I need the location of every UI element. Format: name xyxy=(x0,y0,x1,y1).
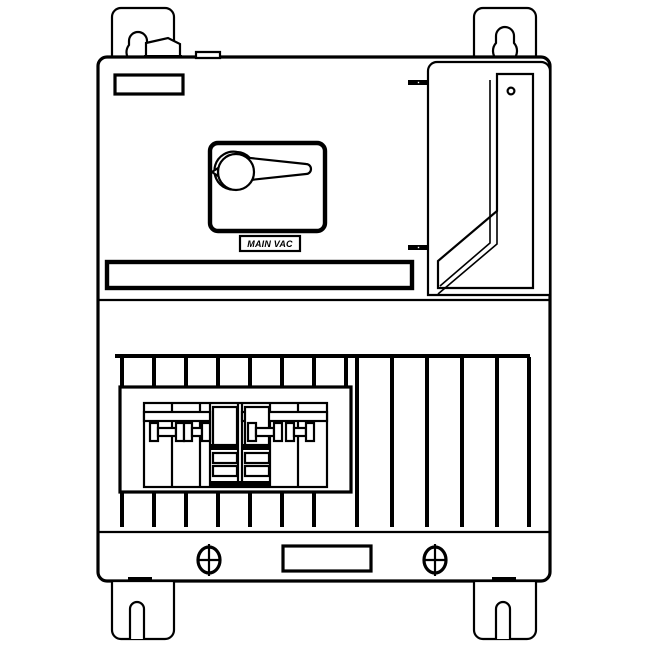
door-handle-inner-edge xyxy=(437,74,498,295)
terminal-band-right xyxy=(240,410,329,423)
breaker-base-rail xyxy=(211,481,271,488)
breaker-toggle[interactable] xyxy=(246,421,258,443)
foot-tab-right xyxy=(492,577,516,582)
center-module-left-top[interactable] xyxy=(211,405,239,447)
bottom-nameplate xyxy=(281,544,373,573)
short-bar xyxy=(184,357,188,388)
short-bar xyxy=(216,357,220,388)
breaker-toggle[interactable] xyxy=(200,421,212,443)
lower-bar xyxy=(280,492,284,527)
lower-bar xyxy=(120,492,124,527)
short-bar xyxy=(280,357,284,388)
tall-bar xyxy=(390,357,394,527)
main-vac-selector-switch[interactable] xyxy=(207,140,328,234)
breaker-toggle-stem xyxy=(156,426,178,438)
short-bar xyxy=(344,357,348,388)
short-divider-bars xyxy=(120,357,348,388)
bracket-tab-left xyxy=(144,36,182,59)
short-bar xyxy=(312,357,316,388)
door-hinge-upper-pin xyxy=(416,80,421,85)
din-rail-assembly xyxy=(115,354,531,527)
center-terminal-left-1 xyxy=(211,451,239,465)
breaker-toggle[interactable] xyxy=(304,421,316,443)
selector-knob-nub xyxy=(210,165,220,179)
breaker-upper-terminals xyxy=(142,410,329,423)
breaker-toggle[interactable] xyxy=(174,421,186,443)
breaker-toggles[interactable] xyxy=(148,421,316,443)
tall-bar xyxy=(527,357,531,527)
lower-bar xyxy=(312,492,316,527)
din-rail-top xyxy=(115,354,530,358)
tall-bar xyxy=(460,357,464,527)
bottom-control-strip xyxy=(196,544,448,576)
breaker-toggle[interactable] xyxy=(148,421,160,443)
bottom-mounting-feet xyxy=(110,577,538,641)
breaker-toggle[interactable] xyxy=(272,421,284,443)
main-vac-label: MAIN VAC xyxy=(247,239,293,249)
terminal-band-left xyxy=(142,410,212,423)
top-center-tab xyxy=(194,50,222,60)
door-handle-inner-edge2 xyxy=(439,80,491,287)
upper-blank-label-plate xyxy=(113,73,185,96)
upper-ventilation-slot xyxy=(104,259,415,291)
foot-slot-right xyxy=(494,600,512,639)
center-module-right-bar xyxy=(243,444,271,450)
door-handle-hole xyxy=(506,86,516,96)
breaker-toggle[interactable] xyxy=(182,421,194,443)
foot-tab-left xyxy=(128,577,152,582)
breaker-toggle-stem xyxy=(190,426,204,438)
tall-bar xyxy=(495,357,499,527)
breaker-toggle-stem xyxy=(254,426,276,438)
right-hinged-door-panel[interactable] xyxy=(408,60,552,297)
tall-divider-bars xyxy=(355,357,531,527)
selector-knob[interactable] xyxy=(216,152,256,192)
main-vac-nameplate: MAIN VAC xyxy=(238,234,302,253)
short-bar xyxy=(152,357,156,388)
circuit-breaker-block[interactable] xyxy=(118,385,353,494)
center-terminal-right-2 xyxy=(243,464,271,478)
lower-bar xyxy=(184,492,188,527)
quarter-turn-latch-right[interactable] xyxy=(422,544,448,576)
lower-bar xyxy=(216,492,220,527)
door-hinges xyxy=(408,80,428,250)
main-vac-nameplate-plate xyxy=(238,234,302,253)
quarter-turn-latch-left[interactable] xyxy=(196,544,222,576)
breaker-toggle-stem xyxy=(292,426,308,438)
lower-bar xyxy=(248,492,252,527)
tall-bar xyxy=(425,357,429,527)
tall-bar xyxy=(355,357,359,527)
foot-slot-left xyxy=(128,600,146,639)
lower-bar xyxy=(152,492,156,527)
center-terminal-right-1 xyxy=(243,451,271,465)
short-bar xyxy=(248,357,252,388)
door-hinge-lower-pin xyxy=(416,245,421,250)
lower-left-divider-bars xyxy=(120,492,316,527)
short-bar xyxy=(120,357,124,388)
center-module-left-bar xyxy=(211,444,239,450)
center-terminal-left-2 xyxy=(211,464,239,478)
breaker-toggle[interactable] xyxy=(284,421,296,443)
